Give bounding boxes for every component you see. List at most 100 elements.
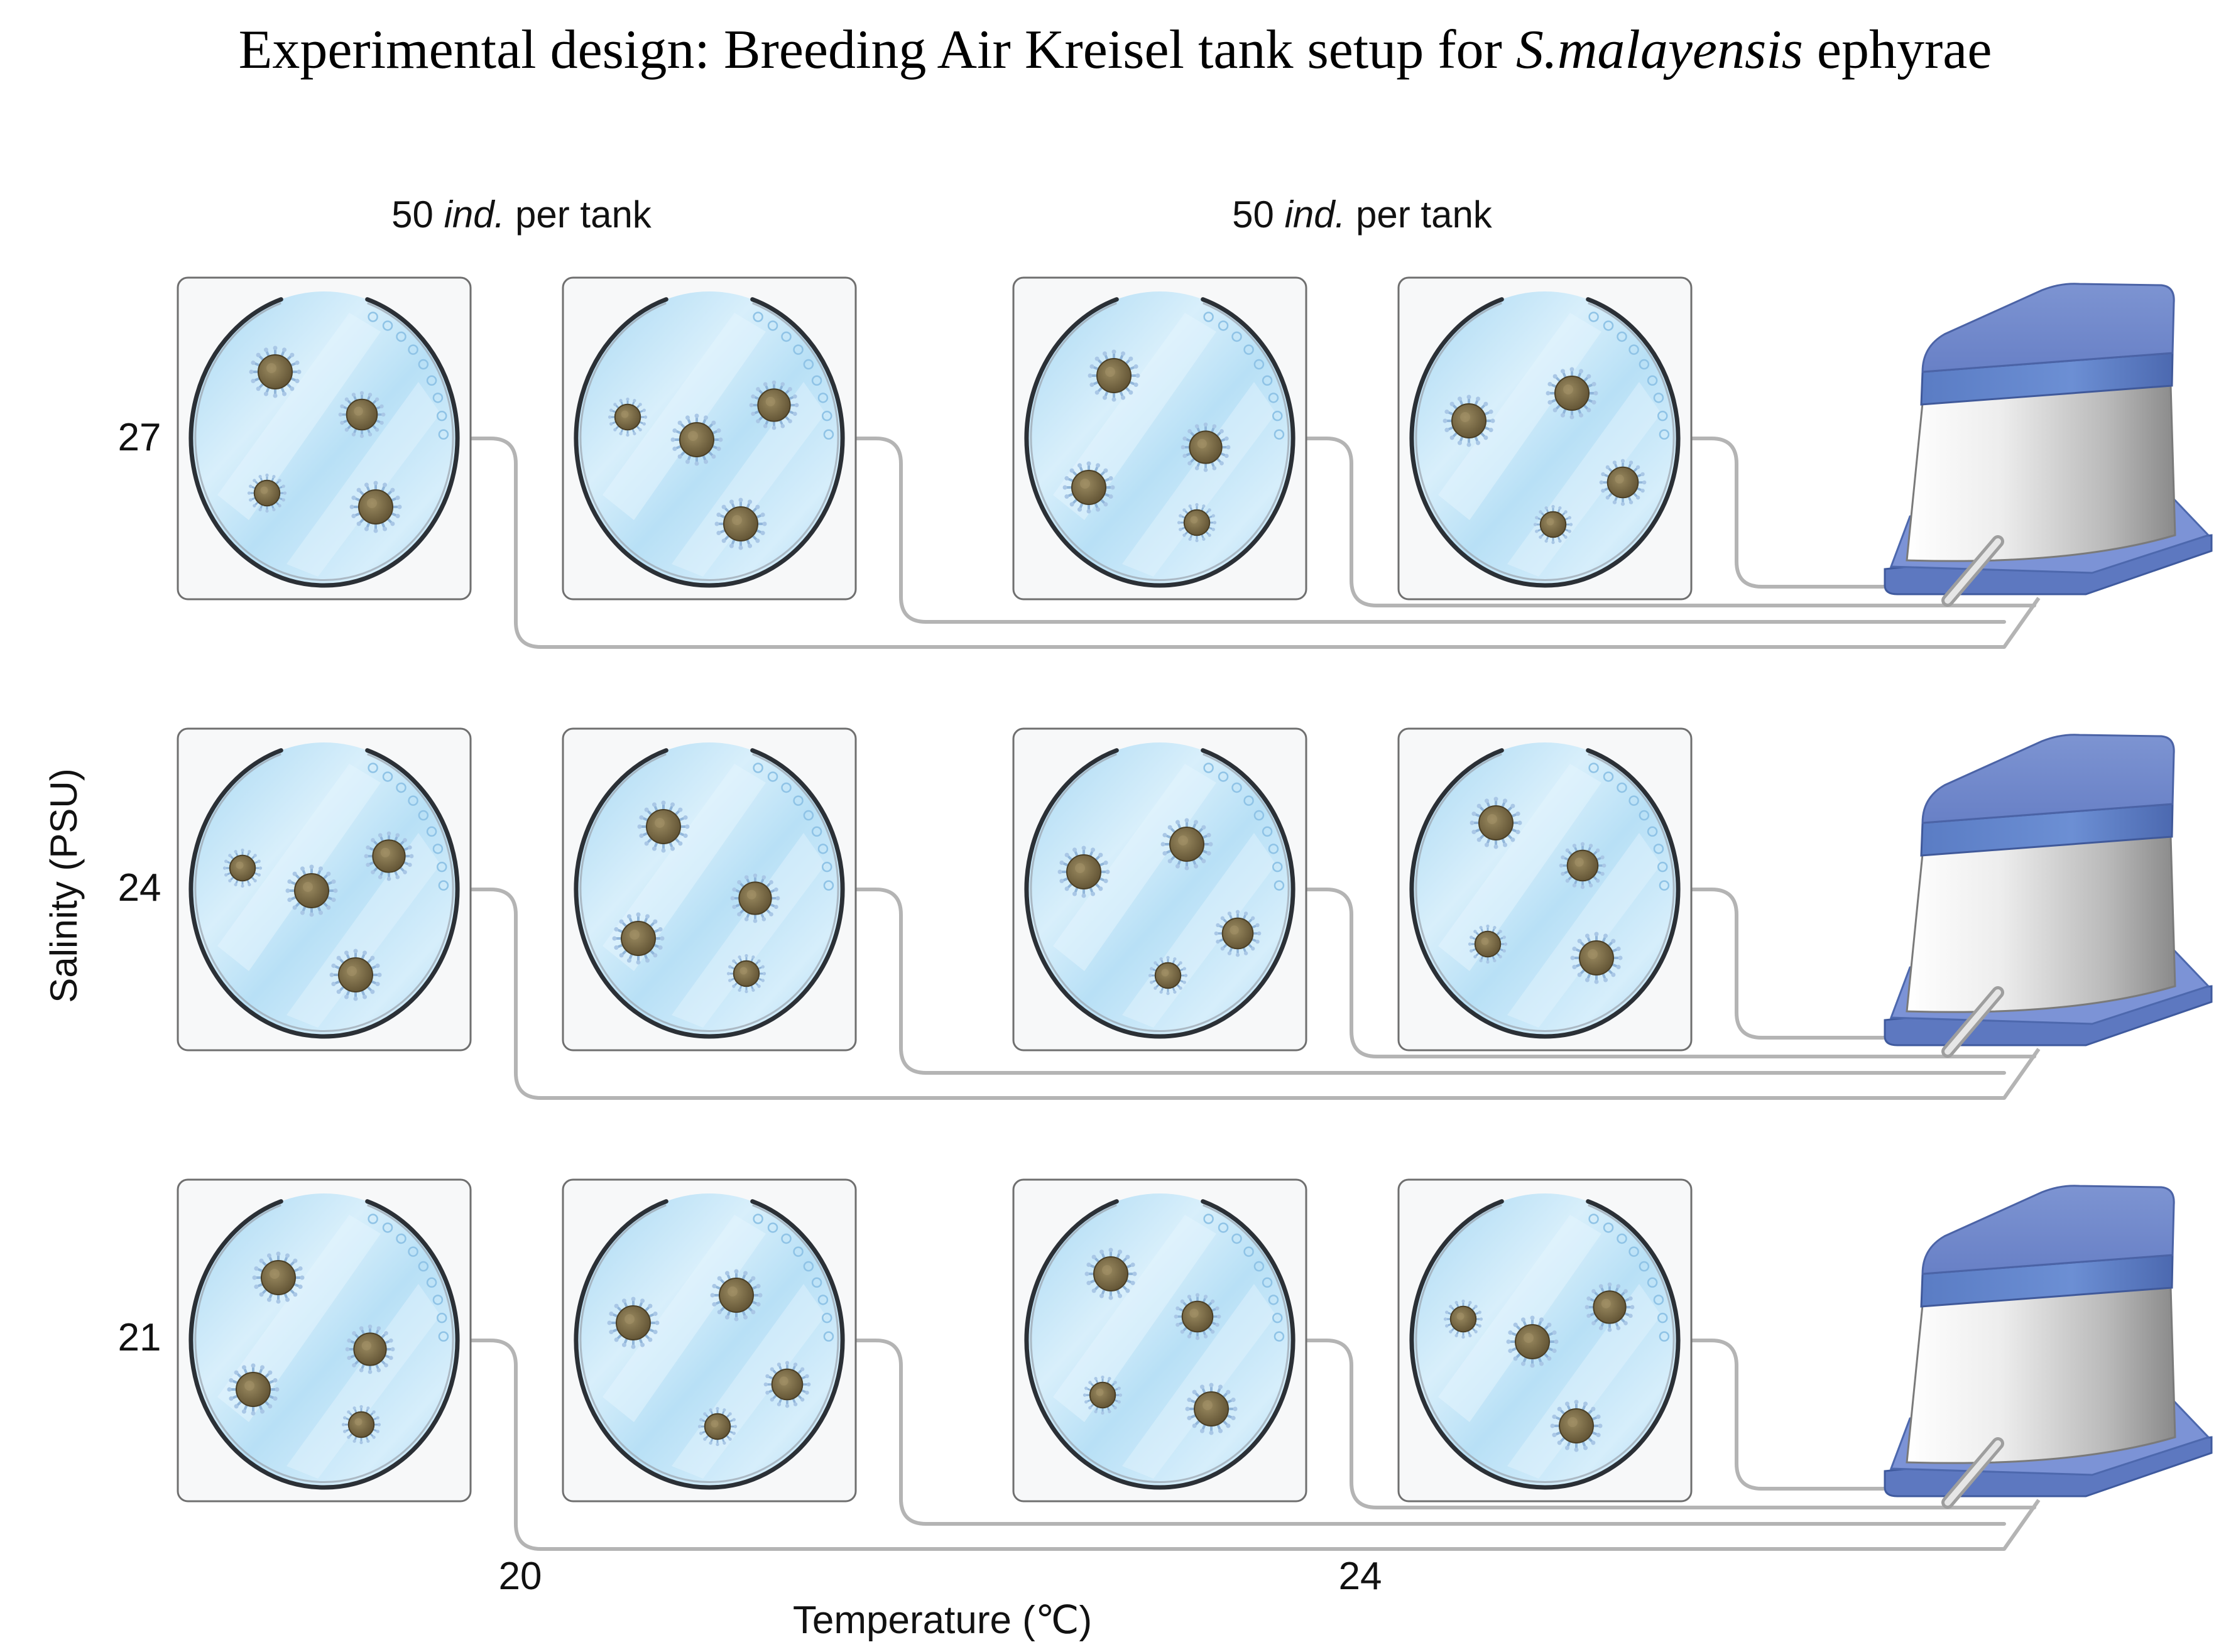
air-bubble (1262, 1277, 1273, 1288)
air-bubble (781, 331, 792, 342)
ephyra-icon (1506, 1315, 1559, 1368)
ephyra-icon (1181, 422, 1231, 472)
ephyra-icon (338, 391, 386, 438)
ephyra-icon (222, 848, 263, 888)
air-tube (1678, 888, 2036, 1040)
ephyra-icon (714, 497, 767, 550)
air-bubble (1274, 880, 1285, 891)
ephyra-icon (252, 1251, 305, 1304)
air-bubble (1653, 393, 1664, 403)
ephyra-icon (1084, 1247, 1137, 1300)
air-bubble (1268, 844, 1279, 854)
air-bubble (418, 810, 429, 821)
air-bubble (438, 1331, 449, 1342)
ephyra-icon (1214, 910, 1262, 957)
ephyra-icon (730, 873, 780, 923)
ephyra-icon (1057, 845, 1110, 898)
ephyra-icon (670, 413, 723, 466)
ephyra-icon (1585, 1282, 1635, 1332)
ephyra-icon (608, 397, 648, 437)
air-bubble (426, 1277, 437, 1288)
pumps-layer (1884, 283, 2213, 1509)
tube-manifold (2002, 1499, 2041, 1550)
air-bubble (817, 393, 829, 403)
air-tube (1293, 1339, 2036, 1509)
air-tubing-row-1 (457, 437, 2041, 649)
ephyra-icon (1533, 504, 1573, 545)
air-bubble (1603, 771, 1614, 782)
air-bubble (1218, 771, 1229, 782)
air-bubble (1588, 1214, 1599, 1224)
air-bubble (793, 795, 804, 806)
air-bubble (437, 410, 447, 421)
air-bubble (817, 1295, 829, 1305)
air-bubble (767, 771, 778, 782)
air-bubble (396, 782, 406, 793)
air-bubble (803, 1261, 814, 1272)
air-bubble (432, 1295, 444, 1305)
ephyra-icon (349, 481, 402, 533)
ephyra-icon (1062, 461, 1115, 514)
air-bubble (1231, 331, 1242, 342)
air-bubble (1659, 880, 1670, 891)
air-bubble (811, 826, 822, 837)
air-bubble (1588, 312, 1599, 322)
ephyra-icon (285, 864, 338, 917)
ephyra-icon (1083, 1375, 1123, 1415)
air-bubble (1657, 410, 1668, 421)
air-bubble (1588, 763, 1599, 773)
air-tube (457, 437, 2006, 649)
air-bubble (1203, 312, 1214, 322)
air-bubble (1617, 331, 1627, 342)
tank-r3-c4 (1397, 1178, 1693, 1503)
tank-r1-c1 (177, 276, 472, 600)
air-bubble (1203, 1214, 1214, 1224)
air-bubble (1628, 1246, 1639, 1257)
air-bubble (1243, 1246, 1254, 1257)
air-bubble (823, 880, 834, 891)
air-bubble (1659, 1331, 1670, 1342)
temperature-level-24: 24 (1339, 1555, 1382, 1598)
air-bubble (1657, 861, 1668, 872)
ephyra-icon (637, 800, 690, 853)
ephyra-icon (1443, 1299, 1483, 1339)
air-bubble (793, 344, 804, 355)
tank-r1-c4 (1397, 276, 1693, 600)
air-bubble (822, 410, 832, 421)
air-bubble (1603, 1222, 1614, 1233)
ephyra-icon (345, 1324, 395, 1374)
air-bubble (1653, 844, 1664, 854)
ephyra-icon (1177, 503, 1217, 543)
air-bubble (368, 312, 378, 322)
air-bubble (426, 826, 437, 837)
air-tubing-row-3 (457, 1339, 2041, 1551)
air-bubble (753, 312, 763, 322)
tank-r1-c2 (562, 276, 857, 600)
ephyra-icon (763, 1361, 811, 1408)
air-bubble (432, 393, 444, 403)
air-bubble (1272, 1312, 1283, 1323)
ephyra-icon (1570, 932, 1623, 984)
air-bubble (1253, 810, 1265, 821)
diagram-title: Experimental design: Breeding Air Kreise… (239, 19, 1992, 80)
air-pump-icon (1884, 734, 2213, 1058)
ephyra-icon (1160, 818, 1213, 871)
air-bubble (822, 1312, 832, 1323)
air-bubble (1272, 410, 1283, 421)
tank-r3-c1 (177, 1178, 472, 1503)
air-bubble (1639, 810, 1650, 821)
air-bubble (408, 795, 418, 806)
air-tube (1678, 437, 2036, 589)
tank-r2-c1 (177, 727, 472, 1052)
air-bubble (1218, 320, 1229, 331)
air-bubble (1262, 826, 1273, 837)
air-tubing-row-2 (457, 888, 2041, 1100)
air-bubble (1243, 795, 1254, 806)
kreisel-tank-icon (574, 742, 845, 1039)
group-label-left: 50 ind. per tank (391, 193, 652, 236)
air-pump-icon (1884, 1185, 2213, 1509)
air-bubble (1647, 826, 1658, 837)
air-bubble (432, 844, 444, 854)
tank-r3-c3 (1012, 1178, 1307, 1503)
